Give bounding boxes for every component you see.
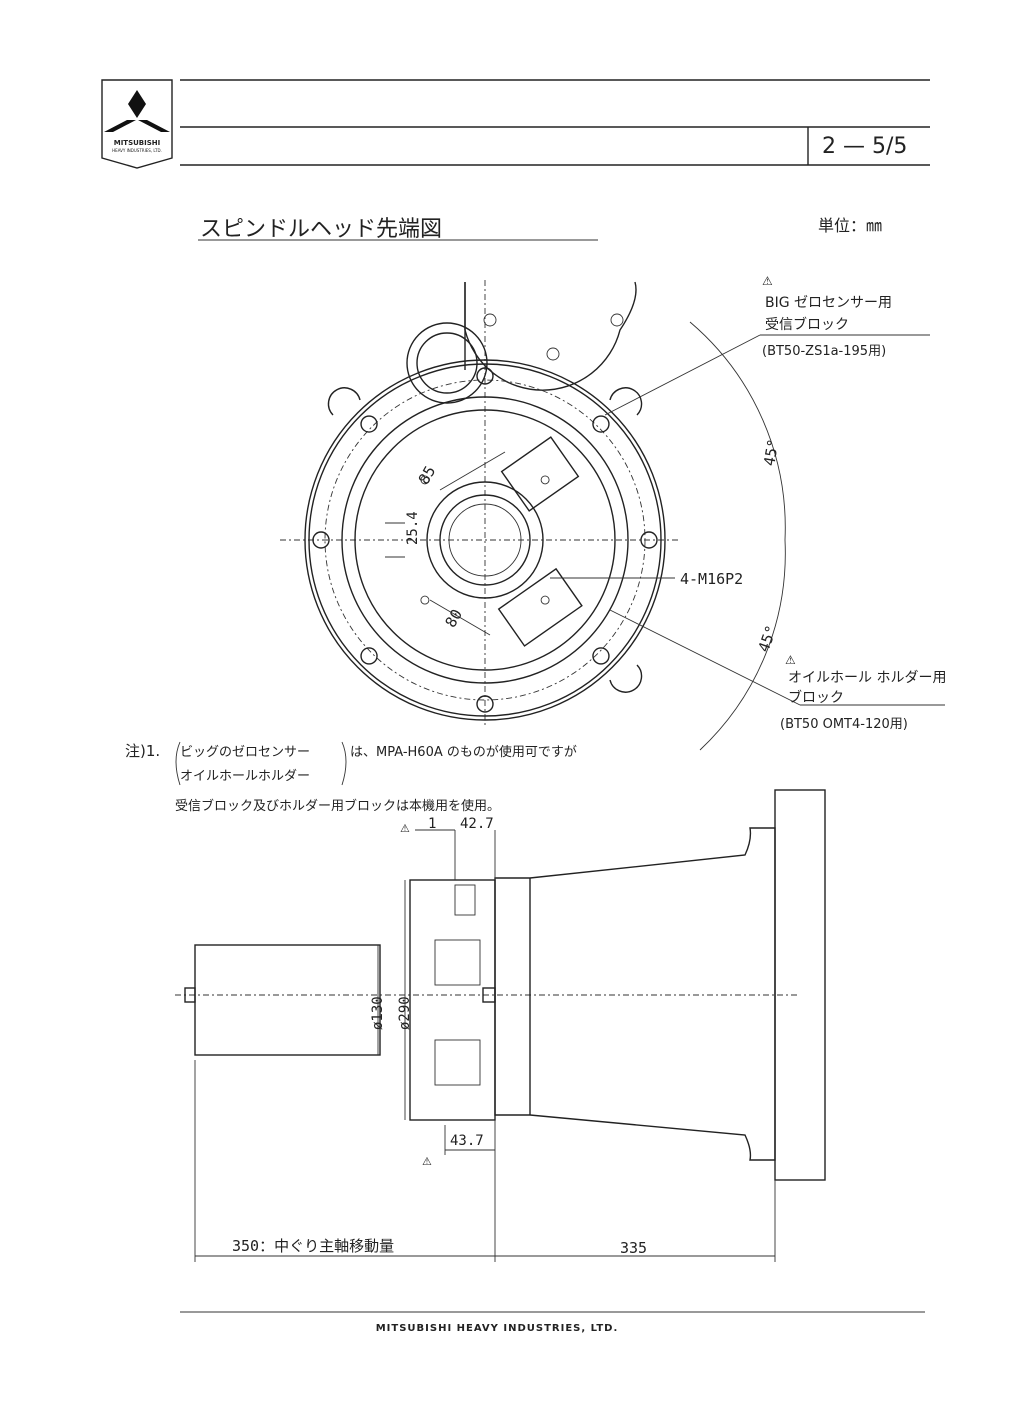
thread-label: 4-M16P2 <box>680 570 743 588</box>
svg-text:⚠: ⚠ <box>400 822 410 835</box>
bolt-hole <box>640 531 658 549</box>
svg-text:注)1.: 注)1. <box>125 742 160 760</box>
bolt-hole <box>476 695 494 713</box>
bolt-hole <box>476 367 494 385</box>
svg-text:45°: 45° <box>760 438 782 468</box>
note: 注)1. ビッグのゼロセンサー オイルホールホルダー は、MPA-H60A のも… <box>125 741 577 814</box>
svg-text:オイルホールホルダー: オイルホールホルダー <box>180 769 310 784</box>
svg-text:MITSUBISHI: MITSUBISHI <box>114 139 161 147</box>
svg-text:(BT50-ZS1a-195用): (BT50-ZS1a-195用) <box>762 344 886 359</box>
svg-text:85: 85 <box>415 463 440 488</box>
svg-text:335: 335 <box>620 1239 647 1257</box>
footer-company: MITSUBISHI HEAVY INDUSTRIES, LTD. <box>376 1323 619 1334</box>
svg-text:受信ブロック: 受信ブロック <box>765 316 849 333</box>
svg-text:1: 1 <box>428 816 436 832</box>
svg-text:オイルホール ホルダー用: オイルホール ホルダー用 <box>788 670 946 686</box>
tap-hole <box>540 595 550 605</box>
bolt-hole <box>360 647 378 665</box>
svg-text:⚠: ⚠ <box>422 1155 432 1168</box>
tap-hole <box>540 475 550 485</box>
svg-text:25.4: 25.4 <box>405 511 421 545</box>
holder-block-callout: ⚠ オイルホール ホルダー用 ブロック (BT50 OMT4-120用) <box>780 653 946 732</box>
sensor-block-callout: ⚠ BIG ゼロセンサー用 受信ブロック (BT50-ZS1a-195用) <box>762 274 892 359</box>
svg-text:ブロック: ブロック <box>788 689 844 706</box>
tap-hole <box>420 595 430 605</box>
svg-text:80: 80 <box>442 606 467 631</box>
bolt-hole <box>592 415 610 433</box>
svg-text:ビッグのゼロセンサー: ビッグのゼロセンサー <box>180 745 310 760</box>
svg-text:⚠: ⚠ <box>762 274 773 288</box>
svg-text:ø290: ø290 <box>397 996 413 1030</box>
svg-text:ø130: ø130 <box>370 996 386 1030</box>
front-view: 85 80 25.4 4-M16P2 45° 45° <box>280 280 945 751</box>
title-block: 2 — 5/5 <box>180 79 930 166</box>
svg-text:(BT50 OMT4-120用): (BT50 OMT4-120用) <box>780 717 908 732</box>
svg-text:BIG ゼロセンサー用: BIG ゼロセンサー用 <box>765 295 892 311</box>
svg-text:42.7: 42.7 <box>460 816 494 832</box>
side-view: 1 42.7 ⚠ ø130 ø290 43.7 ⚠ 350：中ぐり主軸移動量 3… <box>175 789 826 1262</box>
diamond-icon <box>128 90 146 118</box>
tap-hole <box>420 475 430 485</box>
page-number: 2 — 5/5 <box>822 134 907 159</box>
bolt-hole <box>312 531 330 549</box>
svg-text:43.7: 43.7 <box>450 1133 484 1149</box>
drawing-title: スピンドルヘッド先端図 <box>200 217 442 242</box>
svg-text:⚠: ⚠ <box>785 653 796 667</box>
unit-label: 単位：㎜ <box>818 216 882 235</box>
bolt-hole <box>360 415 378 433</box>
bolt-hole <box>592 647 610 665</box>
svg-text:は、MPA-H60A のものが使用可ですが: は、MPA-H60A のものが使用可ですが <box>350 744 577 760</box>
svg-text:45°: 45° <box>755 623 781 655</box>
svg-text:HEAVY INDUSTRIES, LTD.: HEAVY INDUSTRIES, LTD. <box>112 148 162 153</box>
mitsubishi-logo: MITSUBISHI HEAVY INDUSTRIES, LTD. <box>101 79 173 169</box>
svg-text:350：中ぐり主軸移動量: 350：中ぐり主軸移動量 <box>232 1237 394 1255</box>
svg-text:受信ブロック及びホルダー用ブロックは本機用を使用。: 受信ブロック及びホルダー用ブロックは本機用を使用。 <box>175 798 500 814</box>
